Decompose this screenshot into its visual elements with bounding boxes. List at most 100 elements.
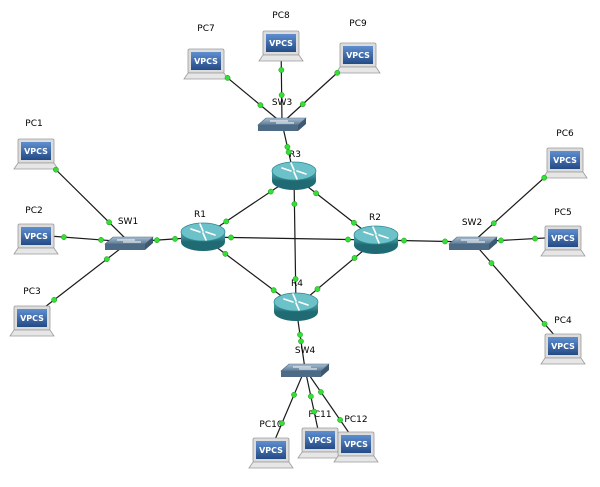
port-dot-r3 <box>313 190 319 197</box>
router-r2[interactable]: R2 <box>353 213 399 254</box>
node-label-pc10: PC10 <box>259 420 282 430</box>
vpcs-badge: VPCS <box>553 156 577 165</box>
link-pc4-sw2[interactable] <box>472 241 564 346</box>
port-dot-r1 <box>222 250 229 257</box>
router-arrows-icon <box>283 293 309 311</box>
pc-pc5[interactable]: VPCS PC5 <box>540 208 586 257</box>
switch-arrows-icon <box>461 239 485 243</box>
switch-sw4[interactable]: SW4 <box>280 346 330 377</box>
pc-pc1[interactable]: VPCS PC1 <box>13 119 59 170</box>
router-arrows-icon <box>190 223 216 241</box>
router-arrows-icon <box>281 162 307 180</box>
pc-pc6[interactable]: VPCS PC6 <box>542 129 588 179</box>
switch-sw3[interactable]: SW3 <box>257 98 307 131</box>
node-label-sw1: SW1 <box>118 217 138 227</box>
vpcs-badge: VPCS <box>24 147 48 156</box>
link-r3-r4[interactable] <box>293 175 297 308</box>
node-label-pc12: PC12 <box>344 415 367 425</box>
vpcs-badge: VPCS <box>344 440 368 449</box>
port-dot-sw2 <box>488 260 495 266</box>
port-dot-r1 <box>228 234 234 241</box>
vpcs-badge: VPCS <box>551 234 575 243</box>
node-label-pc2: PC2 <box>25 206 42 216</box>
link-pc3-sw1[interactable] <box>31 241 130 318</box>
port-dot-r2 <box>401 237 407 244</box>
port-dot-pc9 <box>334 69 341 76</box>
switch-arrows-icon <box>293 366 317 370</box>
router-r3[interactable]: R3 <box>271 150 317 190</box>
router-r1[interactable]: R1 <box>180 210 226 251</box>
port-dot-sw1 <box>154 237 160 243</box>
port-dot-r2 <box>351 219 357 226</box>
port-dot-pc12 <box>337 417 343 423</box>
port-dot-pc1 <box>53 166 59 173</box>
switch-sw2[interactable]: SW2 <box>448 218 498 250</box>
port-dot-r2 <box>351 255 358 261</box>
node-label-pc6: PC6 <box>556 129 574 139</box>
vpcs-badge: VPCS <box>346 51 370 60</box>
node-label-r4: R4 <box>291 279 303 289</box>
vpcs-badge: VPCS <box>269 39 293 48</box>
port-dot-r4 <box>297 331 303 338</box>
port-dot-sw4 <box>318 389 324 395</box>
ports-layer <box>51 67 548 427</box>
node-label-pc8: PC8 <box>272 11 290 21</box>
port-dot-sw2 <box>498 237 504 244</box>
pc-pc8[interactable]: VPCS PC8 <box>258 11 304 62</box>
node-label-r3: R3 <box>289 150 301 160</box>
port-dot-sw3 <box>257 102 264 108</box>
vpcs-badge: VPCS <box>308 436 332 445</box>
port-dot-sw1 <box>98 237 104 243</box>
port-dot-r1 <box>223 218 230 225</box>
node-label-pc1: PC1 <box>25 119 42 129</box>
port-dot-r4 <box>270 287 277 294</box>
pc-pc4[interactable]: VPCS PC4 <box>540 316 586 365</box>
pc-pc9[interactable]: VPCS PC9 <box>335 19 381 74</box>
node-label-sw4: SW4 <box>295 346 316 356</box>
node-label-pc5: PC5 <box>554 208 571 218</box>
pc-pc10[interactable]: VPCS PC10 <box>248 420 294 469</box>
node-label-pc11: PC11 <box>308 410 331 420</box>
port-dot-r3 <box>285 149 292 155</box>
port-dot-r2 <box>345 236 351 243</box>
pc-pc12[interactable]: VPCS PC12 <box>333 415 379 463</box>
port-dot-pc3 <box>51 297 58 303</box>
pc-pc7[interactable]: VPCS PC7 <box>183 24 229 80</box>
port-dot-sw3 <box>278 92 285 98</box>
node-label-pc7: PC7 <box>197 24 214 34</box>
vpcs-badge: VPCS <box>259 446 283 455</box>
router-r4[interactable]: R4 <box>273 279 319 321</box>
nodes-layer: VPCSPC1VPCSPC2VPCSPC3VPCSPC4VPCSPC5VPCSP… <box>9 11 588 469</box>
node-label-r2: R2 <box>369 213 381 223</box>
switch-arrows-icon <box>270 120 294 124</box>
router-arrows-icon <box>363 226 389 244</box>
vpcs-badge: VPCS <box>194 57 218 66</box>
port-dot-pc4 <box>541 321 548 327</box>
port-dot-sw4 <box>291 391 297 398</box>
port-dot-pc2 <box>61 234 67 240</box>
link-pc10-sw4[interactable] <box>270 368 306 450</box>
port-dot-r3 <box>291 201 298 207</box>
link-pc12-sw4[interactable] <box>304 368 357 444</box>
port-dot-pc5 <box>532 235 538 242</box>
node-label-pc3: PC3 <box>23 287 40 297</box>
port-dot-sw1 <box>103 256 110 262</box>
node-label-r1: R1 <box>194 210 206 220</box>
port-dot-r4 <box>292 276 299 282</box>
port-dot-pc6 <box>541 174 548 181</box>
vpcs-badge: VPCS <box>551 342 575 351</box>
node-label-pc9: PC9 <box>349 19 367 29</box>
switch-arrows-icon <box>117 239 141 243</box>
node-label-sw3: SW3 <box>272 98 292 108</box>
node-label-sw2: SW2 <box>462 218 482 228</box>
port-dot-pc10 <box>279 420 285 427</box>
pc-pc11[interactable]: VPCS PC11 <box>297 410 343 459</box>
port-dot-sw2 <box>490 220 497 227</box>
node-label-pc4: PC4 <box>554 316 572 326</box>
port-dot-sw3 <box>299 101 306 108</box>
switch-sw1[interactable]: SW1 <box>104 217 154 250</box>
port-dot-sw4 <box>308 393 314 400</box>
link-pc11-sw4[interactable] <box>304 368 321 440</box>
